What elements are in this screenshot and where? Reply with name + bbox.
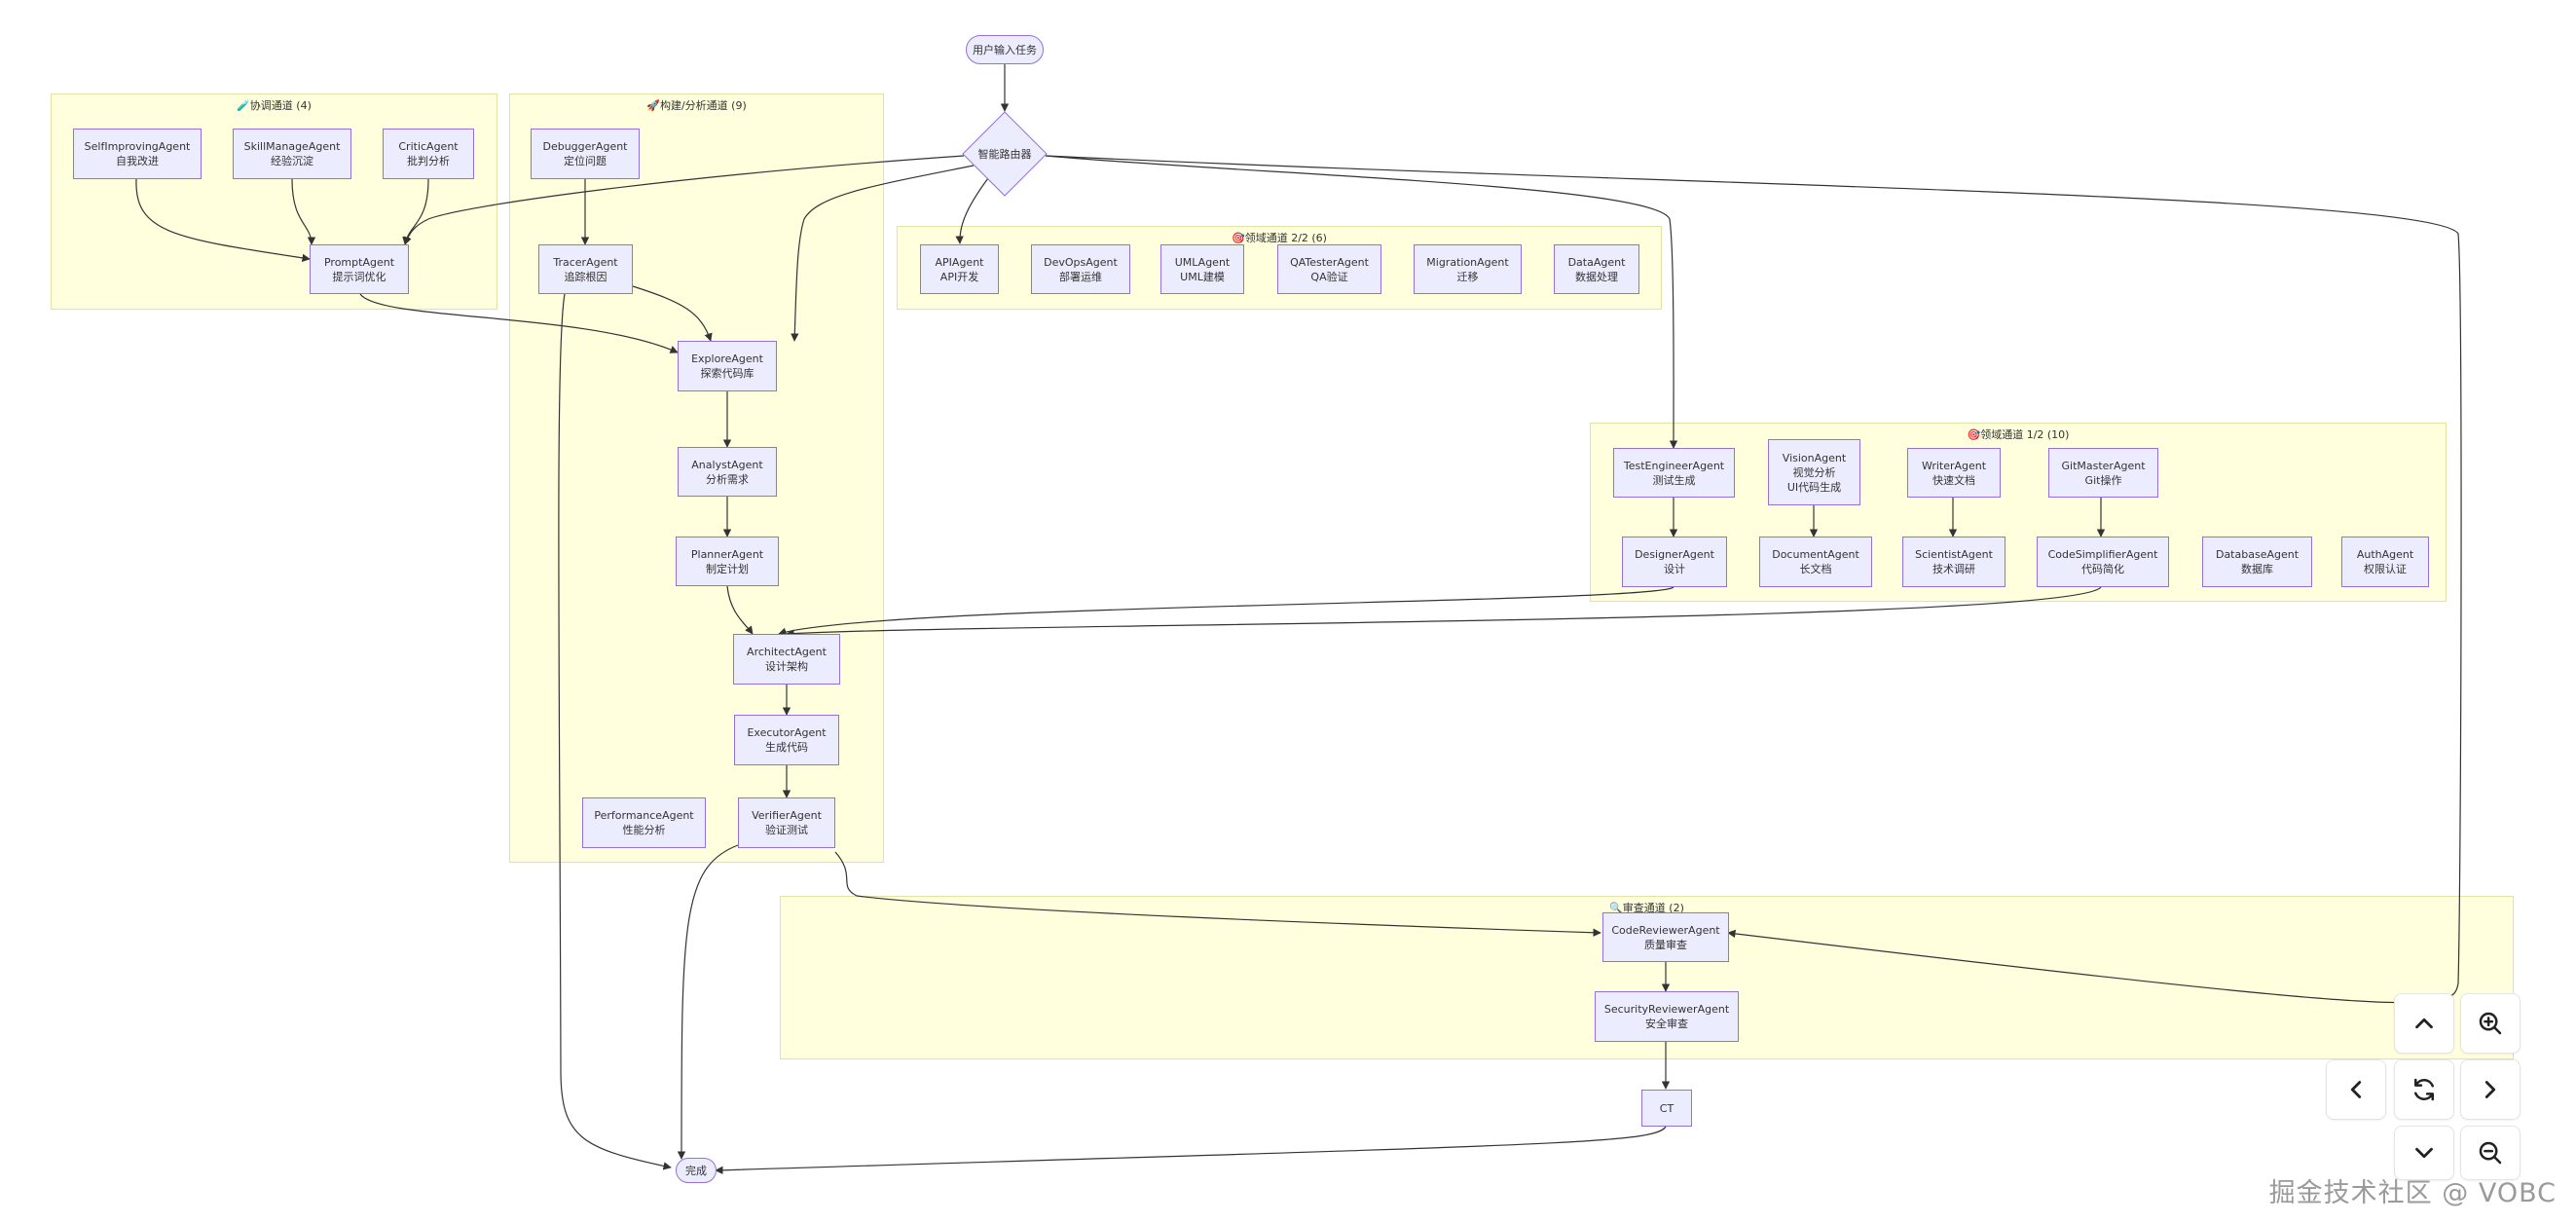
zoom-in-icon — [2479, 1012, 2502, 1035]
start-node: 用户输入任务 — [966, 35, 1044, 64]
node-securityreviewer: SecurityReviewerAgent 安全审查 — [1595, 991, 1739, 1042]
node-gitmaster: GitMasterAgent Git操作 — [2048, 448, 2158, 498]
edge-router-api — [955, 177, 989, 244]
zoom-out-icon — [2479, 1141, 2502, 1165]
edge-prompt-explore — [359, 293, 679, 353]
node-qatester: QATesterAgent QA验证 — [1277, 244, 1381, 294]
node-skillmanage: SkillManageAgent 经验沉淀 — [233, 129, 351, 179]
edge-skillmanage-prompt — [291, 178, 316, 245]
group-domain2-title: 🎯领域通道 2/2 (6) — [1232, 232, 1327, 244]
router-decision: 智能路由器 — [962, 111, 1048, 197]
edge-planner-architect — [726, 585, 754, 635]
edge-critic-prompt — [402, 178, 429, 245]
edge-tracer-explore — [632, 285, 713, 342]
node-api: APIAgent API开发 — [920, 244, 999, 294]
pan-down-button[interactable] — [2394, 1126, 2454, 1180]
node-codereviewer: CodeReviewerAgent 质量审查 — [1602, 912, 1729, 962]
node-document: DocumentAgent 长文档 — [1759, 537, 1872, 587]
node-data: DataAgent 数据处理 — [1554, 244, 1639, 294]
group-coord-title: 🧪协调通道 (4) — [237, 99, 312, 112]
edge-router-prompt — [403, 155, 965, 245]
edge-codesimplifier-architect — [786, 586, 2102, 638]
chevron-left-icon — [2350, 1081, 2362, 1098]
group-review-title: 🔍审查通道 (2) — [1609, 902, 1684, 914]
chevron-right-icon — [2484, 1081, 2496, 1098]
node-scientist: ScientistAgent 技术调研 — [1902, 537, 2006, 587]
node-database: DatabaseAgent 数据库 — [2202, 537, 2312, 587]
start-label: 用户输入任务 — [973, 43, 1037, 56]
pan-right-button[interactable] — [2460, 1059, 2521, 1120]
node-codesimplifier: CodeSimplifierAgent 代码简化 — [2037, 537, 2169, 587]
pan-left-button[interactable] — [2326, 1059, 2386, 1120]
node-ct: CT — [1641, 1090, 1692, 1127]
router-label: 智能路由器 — [977, 148, 1032, 161]
node-analyst: AnalystAgent 分析需求 — [678, 447, 777, 497]
node-tracer: TracerAgent 追踪根因 — [538, 244, 633, 294]
node-critic: CriticAgent 批判分析 — [383, 129, 474, 179]
edge-router-codereviewer — [1045, 155, 2462, 1004]
edge-designer-architect — [778, 586, 1674, 636]
zoom-out-button[interactable] — [2460, 1126, 2521, 1180]
group-domain1-title: 🎯领域通道 1/2 (10) — [1967, 428, 2070, 441]
edge-verifier-end — [677, 844, 739, 1160]
chevron-down-icon — [2415, 1147, 2433, 1159]
node-uml: UMLAgent UML建模 — [1160, 244, 1244, 294]
node-explore: ExploreAgent 探索代码库 — [678, 341, 777, 391]
node-auth: AuthAgent 权限认证 — [2341, 537, 2429, 587]
node-debugger: DebuggerAgent 定位问题 — [531, 129, 640, 179]
node-verifier: VerifierAgent 验证测试 — [738, 797, 835, 848]
reset-view-button[interactable] — [2394, 1059, 2454, 1120]
router-diamond-shape — [962, 111, 1048, 197]
chevron-up-icon — [2415, 1018, 2433, 1029]
end-node: 完成 — [676, 1158, 717, 1183]
edge-verifier-codereviewer — [834, 851, 1601, 937]
zoom-in-button[interactable] — [2460, 993, 2521, 1054]
node-planner: PlannerAgent 制定计划 — [676, 537, 779, 586]
node-executor: ExecutorAgent 生成代码 — [734, 715, 839, 765]
node-writer: WriterAgent 快速文档 — [1907, 448, 2001, 498]
node-devops: DevOpsAgent 部署运维 — [1031, 244, 1130, 294]
end-label: 完成 — [685, 1164, 707, 1177]
edge-ct-end — [715, 1126, 1667, 1174]
node-selfimproving: SelfImprovingAgent 自我改进 — [73, 129, 202, 179]
node-migration: MigrationAgent 迁移 — [1414, 244, 1522, 294]
node-prompt: PromptAgent 提示词优化 — [310, 244, 409, 294]
pan-up-button[interactable] — [2394, 993, 2454, 1054]
refresh-icon — [2414, 1078, 2434, 1101]
node-vision: VisionAgent 视觉分析 UI代码生成 — [1768, 439, 1860, 505]
node-testengineer: TestEngineerAgent 测试生成 — [1613, 448, 1735, 498]
edge-tracer-end — [558, 293, 672, 1170]
edge-router-testengineer — [1045, 155, 1678, 449]
watermark: 掘金技术社区 @ VOBC — [2268, 1178, 2557, 1208]
node-architect: ArchitectAgent 设计架构 — [733, 634, 840, 685]
edge-router-explore — [791, 165, 975, 342]
node-performance: PerformanceAgent 性能分析 — [582, 797, 706, 848]
node-designer: DesignerAgent 设计 — [1622, 537, 1727, 587]
edge-selfimproving-prompt — [135, 178, 311, 263]
group-build-title: 🚀构建/分析通道 (9) — [646, 99, 747, 112]
